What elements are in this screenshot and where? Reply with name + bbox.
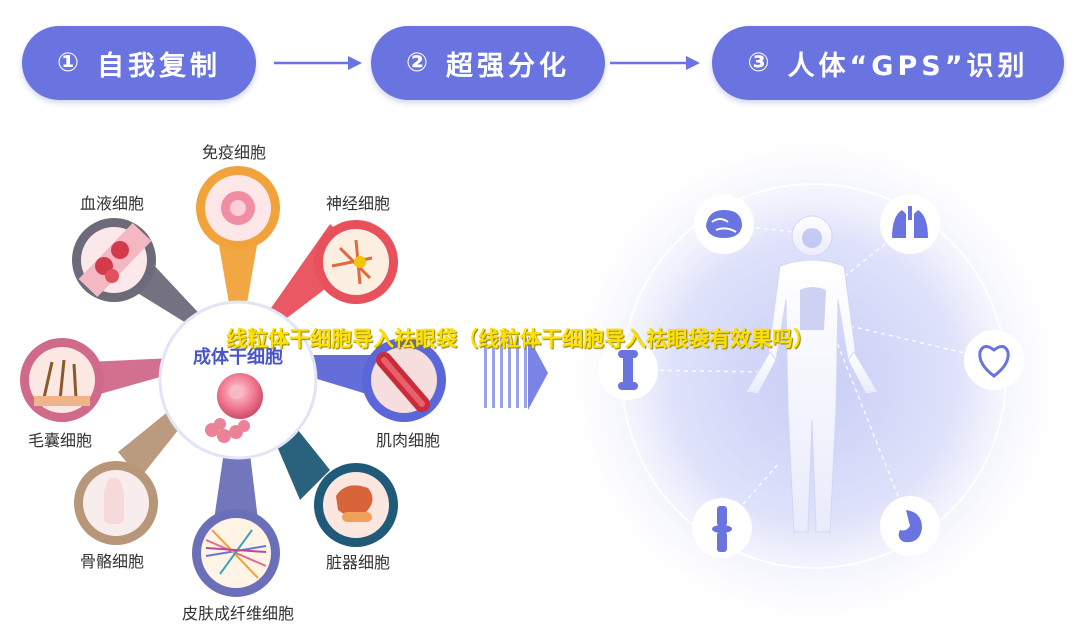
stomach-icon [880,496,940,556]
step1-label: 自我复制 [97,50,221,82]
bone-cell-node [74,461,158,545]
adult-stem-cell-hub [158,300,318,460]
lungs-icon [880,194,940,254]
knee-joint-icon [692,498,752,558]
arrow-step2-to-step3 [610,56,700,70]
organ-cell-node [314,463,398,547]
heart-icon [964,330,1024,390]
step1-number: ① [56,48,83,78]
step-body-gps-recognition: ③ 人体“GPS”识别 [712,26,1064,100]
bone-cell-label: 骨骼细胞 [79,552,145,571]
adult-stem-cell-title: 成体干细胞 [193,347,283,368]
blood-cell-label: 血液细胞 [79,194,145,213]
step3-number: ③ [747,48,774,78]
immune-cell-node [196,166,280,250]
skin-fibroblast-node [192,509,280,597]
step3-label: 人体“GPS”识别 [787,50,1029,82]
human-body-figure [745,215,879,533]
blood-cell-node [72,218,156,302]
step-self-replication: ① 自我复制 [22,26,256,100]
hair-follicle-cell-node [20,338,104,422]
nerve-cell-label: 神经细胞 [325,194,391,213]
muscle-cell-label: 肌肉细胞 [375,431,441,450]
step-strong-differentiation: ② 超强分化 [371,26,605,100]
transition-arrow [484,336,548,410]
overlay-title: 线粒体干细胞导入祛眼袋（线粒体干细胞导入祛眼袋有效果吗） [226,327,814,351]
nerve-cell-node [314,220,398,304]
skin-fibroblast-label: 皮肤成纤维细胞 [181,604,295,623]
step2-number: ② [405,48,432,78]
organ-cell-label: 脏器细胞 [325,553,391,572]
muscle-cell-node [362,338,446,422]
hair-follicle-cell-label: 毛囊细胞 [27,431,93,450]
step2-label: 超强分化 [446,50,570,82]
brain-icon [694,194,754,254]
body-gps-panel [554,120,1074,640]
arrow-step1-to-step2 [274,56,362,70]
bone-icon [598,340,658,400]
immune-cell-label: 免疫细胞 [201,143,267,162]
